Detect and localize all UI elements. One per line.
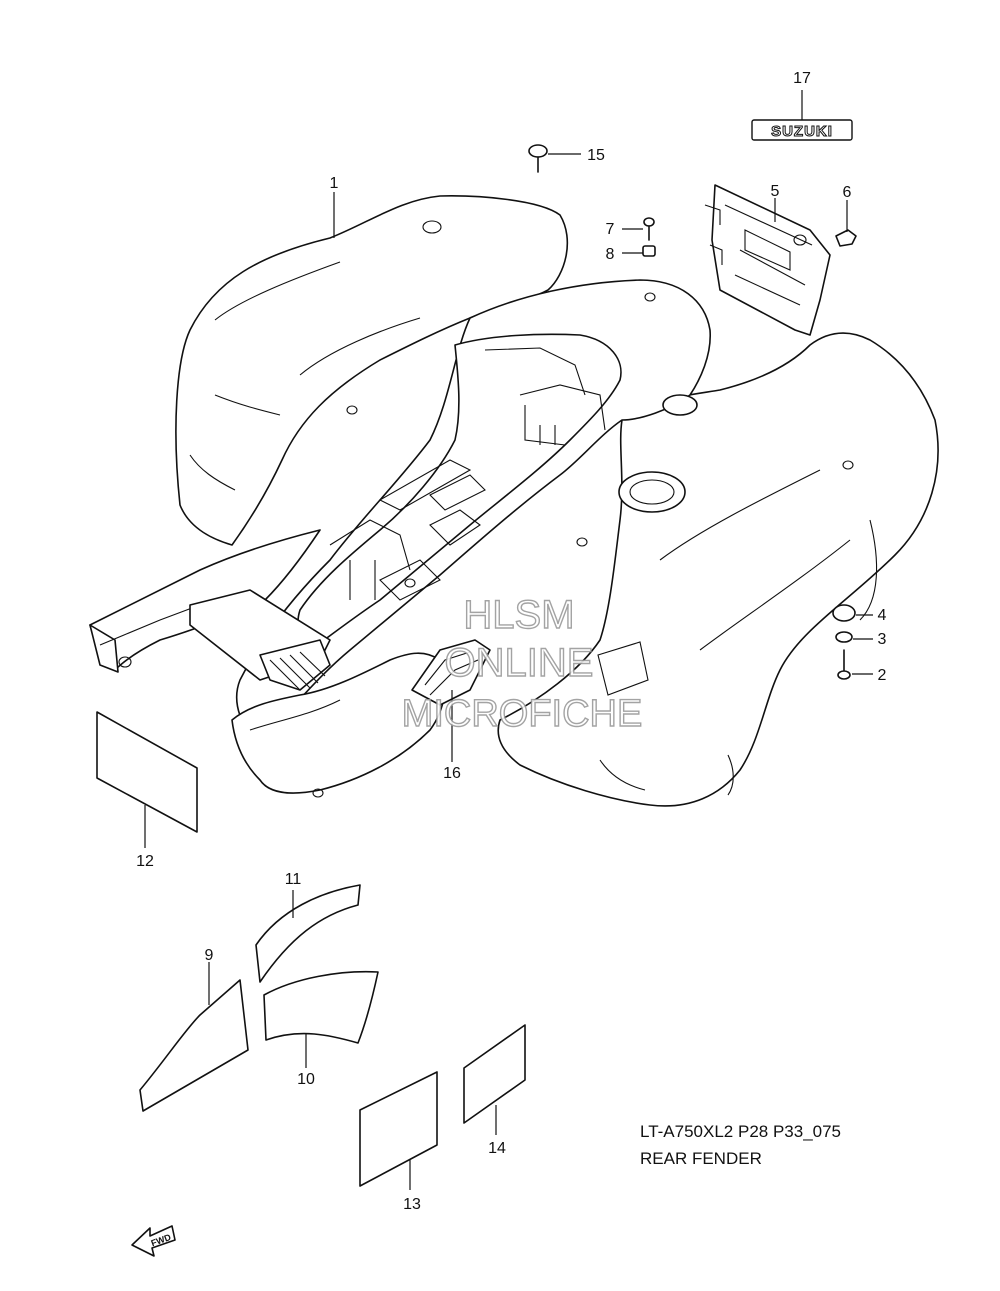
diagram-caption: LT-A750XL2 P28 P33_075 REAR FENDER [640, 1122, 841, 1168]
part-8-nut [642, 245, 656, 257]
callout-6: 6 [843, 184, 852, 201]
part-14-decal [463, 1024, 526, 1124]
part-9-decal [139, 979, 249, 1112]
callout-12: 12 [136, 853, 154, 870]
part-6-clip [835, 229, 857, 247]
part-3-washer [835, 631, 853, 643]
watermark: HLSM ONLINE MICROFICHE [401, 592, 643, 735]
leader-lines [144, 90, 873, 1190]
part-5-panel [704, 184, 831, 336]
callout-15: 15 [587, 147, 605, 164]
callout-16: 16 [443, 765, 461, 782]
part-4-grommet [832, 604, 856, 622]
model-code: LT-A750XL2 P28 P33_075 [640, 1122, 841, 1141]
part-15-bolt [528, 144, 548, 173]
callout-5: 5 [771, 183, 780, 200]
callout-3: 3 [878, 631, 887, 648]
part-11-decal [255, 884, 361, 983]
part-16-bracket [411, 639, 491, 706]
callout-1: 1 [330, 175, 339, 192]
part-2-bolt [837, 649, 851, 680]
callout-7: 7 [606, 221, 615, 238]
callout-4: 4 [878, 607, 887, 624]
part-17-emblem: SUZUKI [751, 119, 853, 141]
diagram-title: REAR FENDER [640, 1149, 762, 1168]
part-12-decal [96, 711, 198, 833]
watermark-line-2: ONLINE [445, 641, 594, 685]
callout-2: 2 [878, 667, 887, 684]
fwd-arrow-icon: FWD [131, 1225, 176, 1257]
callout-11: 11 [285, 871, 302, 888]
callout-17: 17 [793, 70, 811, 87]
callout-9: 9 [205, 947, 214, 964]
callout-8: 8 [606, 246, 615, 263]
emblem-text: SUZUKI [771, 123, 833, 140]
part-7-screw [643, 217, 655, 241]
watermark-line-1: HLSM [463, 593, 574, 637]
part-13-decal [359, 1071, 438, 1187]
callout-14: 14 [488, 1140, 506, 1157]
callout-numbers: 1 2 3 4 5 6 7 8 9 10 11 12 13 14 15 16 1… [136, 70, 886, 1213]
part-10-decal [263, 970, 379, 1044]
callout-10: 10 [297, 1071, 315, 1088]
watermark-line-3: MICROFICHE [402, 693, 643, 735]
callout-13: 13 [403, 1196, 421, 1213]
rear-fender-body [89, 195, 939, 807]
